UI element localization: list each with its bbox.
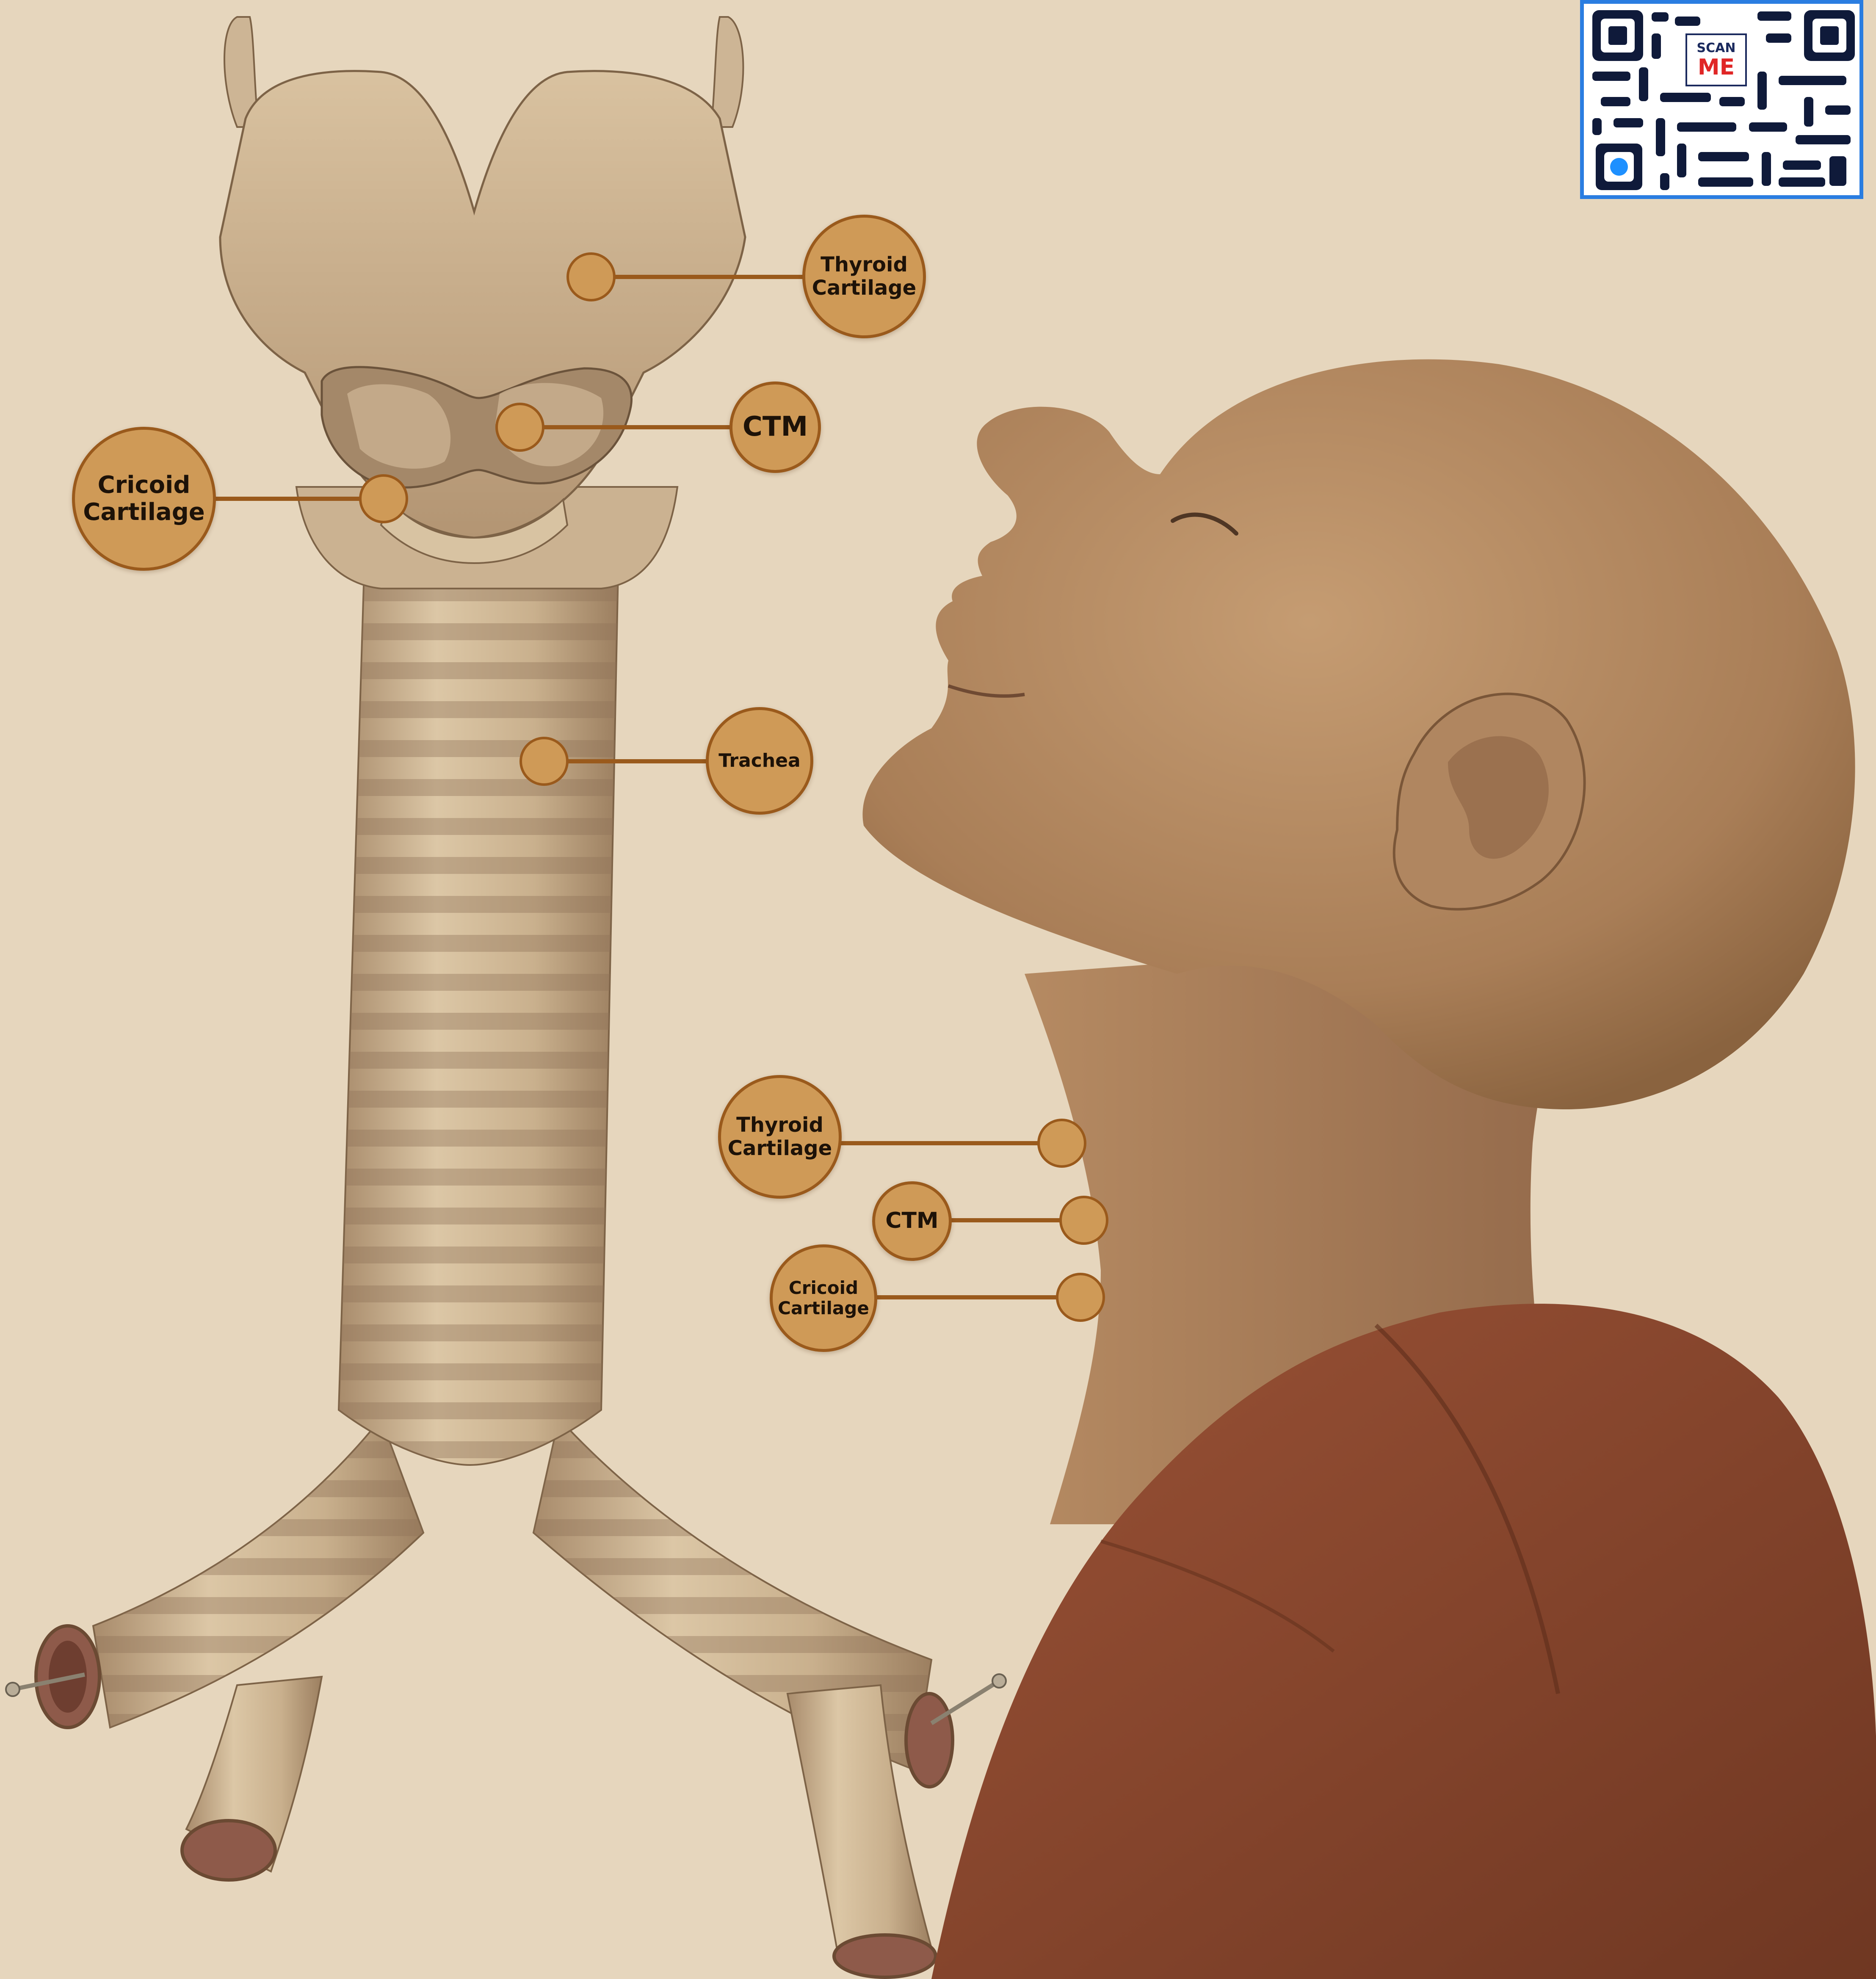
anchor-dot-neck-ctm xyxy=(1061,1197,1107,1244)
label-text: Thyroid Cartilage xyxy=(812,253,916,300)
anchor-dot-neck-cricoid xyxy=(1057,1274,1104,1321)
label-thyroid-cartilage-neck: Thyroid Cartilage xyxy=(718,1075,842,1199)
anchor-dot-trachea-cricoid xyxy=(360,475,407,522)
label-cricoid-cartilage-neck: Cricoid Cartilage xyxy=(770,1244,877,1352)
qr-scan-text: SCAN xyxy=(1697,42,1736,55)
label-text: CTM xyxy=(743,412,808,443)
anchor-dot-trachea-thyroid xyxy=(568,254,614,300)
label-text: Cricoid Cartilage xyxy=(778,1278,869,1319)
anchor-dot-trachea-ctm xyxy=(497,404,543,451)
anchor-dot-neck-thyroid xyxy=(1039,1120,1085,1166)
label-text: Cricoid Cartilage xyxy=(83,472,205,526)
qr-app-icon xyxy=(1596,144,1642,190)
qr-scan-me-badge: SCAN ME xyxy=(1685,33,1747,86)
label-ctm-neck: CTM xyxy=(872,1181,952,1261)
label-ctm-trachea: CTM xyxy=(729,381,821,473)
label-text: Thyroid Cartilage xyxy=(728,1114,832,1160)
label-text: Trachea xyxy=(718,750,801,772)
qr-me-text: ME xyxy=(1698,56,1735,78)
anchor-dot-trachea-trachea xyxy=(521,738,567,785)
qr-code[interactable]: SCAN ME xyxy=(1580,0,1863,199)
label-thyroid-cartilage-trachea: Thyroid Cartilage xyxy=(802,215,926,338)
label-text: CTM xyxy=(885,1208,938,1234)
person-profile-drawing xyxy=(862,359,1876,1979)
label-trachea: Trachea xyxy=(706,707,813,815)
label-cricoid-cartilage-trachea: Cricoid Cartilage xyxy=(72,427,216,571)
